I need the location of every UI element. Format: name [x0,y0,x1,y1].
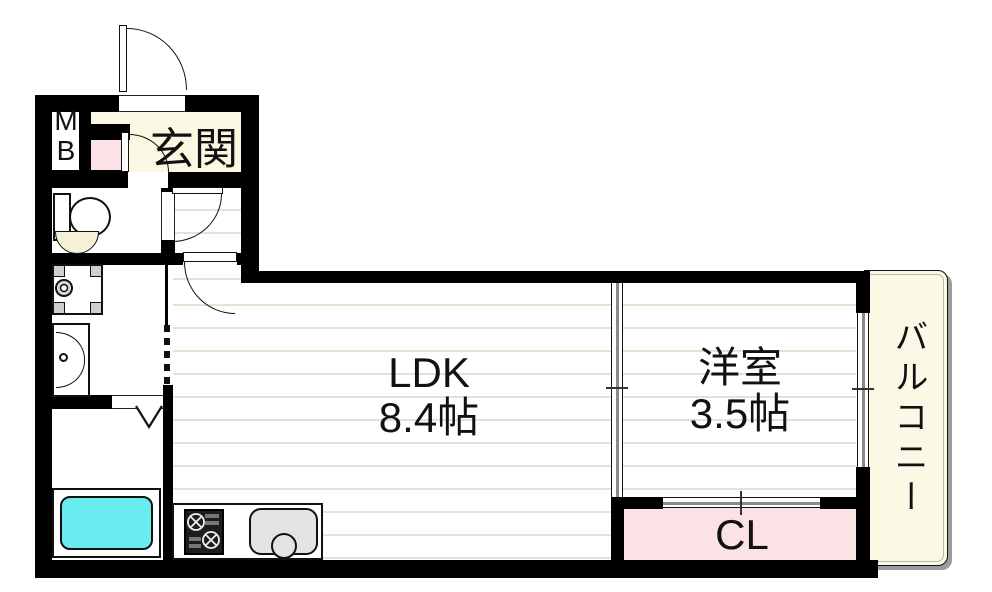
toilet-mat-icon [55,231,99,254]
wall-genkan-bottom-left [35,170,128,188]
wall-left-outer [35,95,52,578]
closet-door-tick [740,491,742,515]
kitchen-sink-drain-icon [271,533,297,559]
washbasin-faucet-icon [59,353,68,362]
ldk-yoshitsu-sliding-door [606,283,628,497]
genkan-small-doorway [128,172,168,188]
small-door-leaf [121,132,129,172]
balcony-window [852,313,874,467]
wall-entrance-right [241,95,259,283]
window-tick [852,388,874,390]
window-rail [861,313,865,467]
entrance-door-swing [127,28,187,90]
washer-pan-corner [90,266,101,277]
sliding-door-tick [606,387,628,389]
bath-folding-door-icon [135,405,163,429]
closet-floor [623,508,856,560]
washer-pan-icon [52,264,103,315]
washer-pan-corner [90,302,101,313]
sliding-door-rail [615,283,619,497]
washer-pan-corner [54,302,65,313]
balcony-label: バルコニー [889,319,927,519]
wall-partition-bottom [611,497,624,560]
mb-label: MB [54,105,78,166]
wall-closet-top-right [820,497,858,509]
wall-toilet-right-upper [161,186,175,192]
wall-entrance-top-right [185,95,250,112]
ldk-door-leaf [183,252,237,262]
yoshitsu-label: 洋室 3.5帖 [640,345,840,437]
balcony: バルコニー [864,270,948,566]
toilet-door-leaf [172,187,223,194]
wall-mb-right [79,95,91,172]
wall-bath-right [163,385,173,560]
entrance-door-leaf [119,25,127,92]
genkan-label: 玄関 [150,125,238,174]
wall-bath-top [35,395,112,409]
washer-pan-corner [54,266,65,277]
wall-washroom-right-line [165,265,168,325]
yoshitsu-size: 3.5帖 [689,390,791,437]
yoshitsu-floor [623,283,856,497]
bathtub-icon [60,496,153,550]
ldk-size: 8.4帖 [378,394,480,441]
ldk-label: LDK 8.4帖 [329,350,529,440]
wall-toilet-bottom [35,253,183,265]
wall-genkan-bottom-right [168,172,247,188]
wall-east-upper [856,271,870,313]
wall-east-mid [856,467,870,508]
wall-closet-top-left [611,497,663,509]
wall-hall-door-right [237,253,259,265]
toilet-bowl-icon [69,197,111,237]
wall-toilet-right-lower [161,240,175,253]
stove-icon [184,509,224,555]
closet-label: CL [715,511,769,558]
wall-shoebox-top [86,124,130,140]
wall-entrance-top-left [35,95,119,112]
yoshitsu-name: 洋室 [697,344,782,391]
ldk-name: LDK [388,349,470,396]
entrance-doorway [119,95,185,112]
wall-main-top [255,271,870,283]
wall-bottom-outer [35,560,878,578]
washer-drain-icon [55,279,73,297]
shoebox [91,140,123,172]
wall-east-lower [856,508,870,578]
washroom-opening-dashed [164,325,170,385]
closet-sliding-door [663,491,820,515]
